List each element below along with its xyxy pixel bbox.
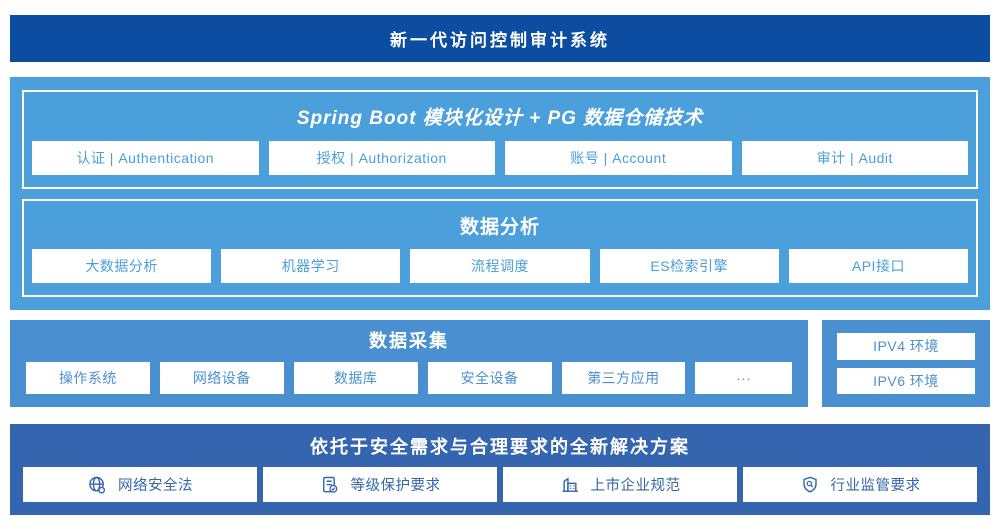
collection-item-os: 操作系统	[26, 362, 150, 394]
shield-search-icon	[800, 475, 820, 495]
collection-item-database: 数据库	[293, 362, 418, 394]
analysis-section-title: 数据分析	[459, 216, 540, 238]
module-item-audit: 审计 | Audit	[741, 140, 968, 175]
modules-section-title: Spring Boot 模块化设计 + PG 数据仓储技术	[296, 108, 704, 129]
solution-item-industry-regulation: 行业监管要求	[743, 467, 977, 502]
solution-item-label: 上市企业规范	[590, 478, 681, 494]
collection-section: 数据采集 操作系统 网络设备 数据库 安全设备 第三方应用 ···	[10, 320, 808, 407]
solution-section-title: 依托于安全需求与合理要求的全新解决方案	[310, 437, 690, 457]
solution-item-label: 网络安全法	[118, 478, 193, 494]
module-item-account: 账号 | Account	[505, 140, 732, 175]
page-title-banner: 新一代访问控制审计系统	[10, 15, 990, 62]
analysis-item-scheduling: 流程调度	[410, 249, 590, 283]
modules-section: Spring Boot 模块化设计 + PG 数据仓储技术 认证 | Authe…	[22, 90, 978, 189]
solution-item-label: 行业监管要求	[830, 478, 921, 494]
analysis-item-api: API接口	[788, 249, 969, 283]
solution-item-listed-company: 上市企业规范	[503, 467, 737, 502]
analysis-item-bigdata: 大数据分析	[32, 249, 212, 283]
collection-item-network-device: 网络设备	[159, 362, 284, 394]
collection-item-thirdparty: 第三方应用	[561, 362, 686, 394]
solution-item-label: 等级保护要求	[350, 478, 441, 494]
solution-item-classified-protection: 等级保护要求	[263, 467, 497, 502]
modules-row: 认证 | Authentication 授权 | Authorization 账…	[32, 140, 968, 175]
building-icon	[560, 475, 580, 495]
document-check-icon	[320, 475, 340, 495]
solution-section: 依托于安全需求与合理要求的全新解决方案 网络安全法	[10, 424, 990, 515]
collection-row: 操作系统 网络设备 数据库 安全设备 第三方应用 ···	[26, 362, 792, 394]
analysis-row: 大数据分析 机器学习 流程调度 ES检索引擎 API接口	[32, 249, 969, 283]
collection-item-security-device: 安全设备	[427, 362, 552, 394]
network-item-ipv6: IPV6 环境	[837, 367, 975, 394]
network-item-ipv4: IPV4 环境	[837, 333, 975, 360]
analysis-item-ml: 机器学习	[221, 249, 401, 283]
collection-item-more: ···	[695, 362, 792, 394]
network-panel: IPV4 环境 IPV6 环境	[822, 320, 990, 407]
analysis-section: 数据分析 大数据分析 机器学习 流程调度 ES检索引擎 API接口	[22, 198, 978, 297]
module-item-authentication: 认证 | Authentication	[32, 140, 259, 175]
analysis-item-es: ES检索引擎	[599, 249, 779, 283]
solution-item-cybersecurity-law: 网络安全法	[23, 467, 257, 502]
platform-container: Spring Boot 模块化设计 + PG 数据仓储技术 认证 | Authe…	[10, 77, 990, 310]
collection-section-title: 数据采集	[369, 331, 449, 351]
solution-row: 网络安全法 等级保护要求	[23, 467, 977, 502]
globe-icon	[87, 475, 107, 495]
page-title: 新一代访问控制审计系统	[390, 31, 610, 50]
module-item-authorization: 授权 | Authorization	[268, 140, 495, 175]
